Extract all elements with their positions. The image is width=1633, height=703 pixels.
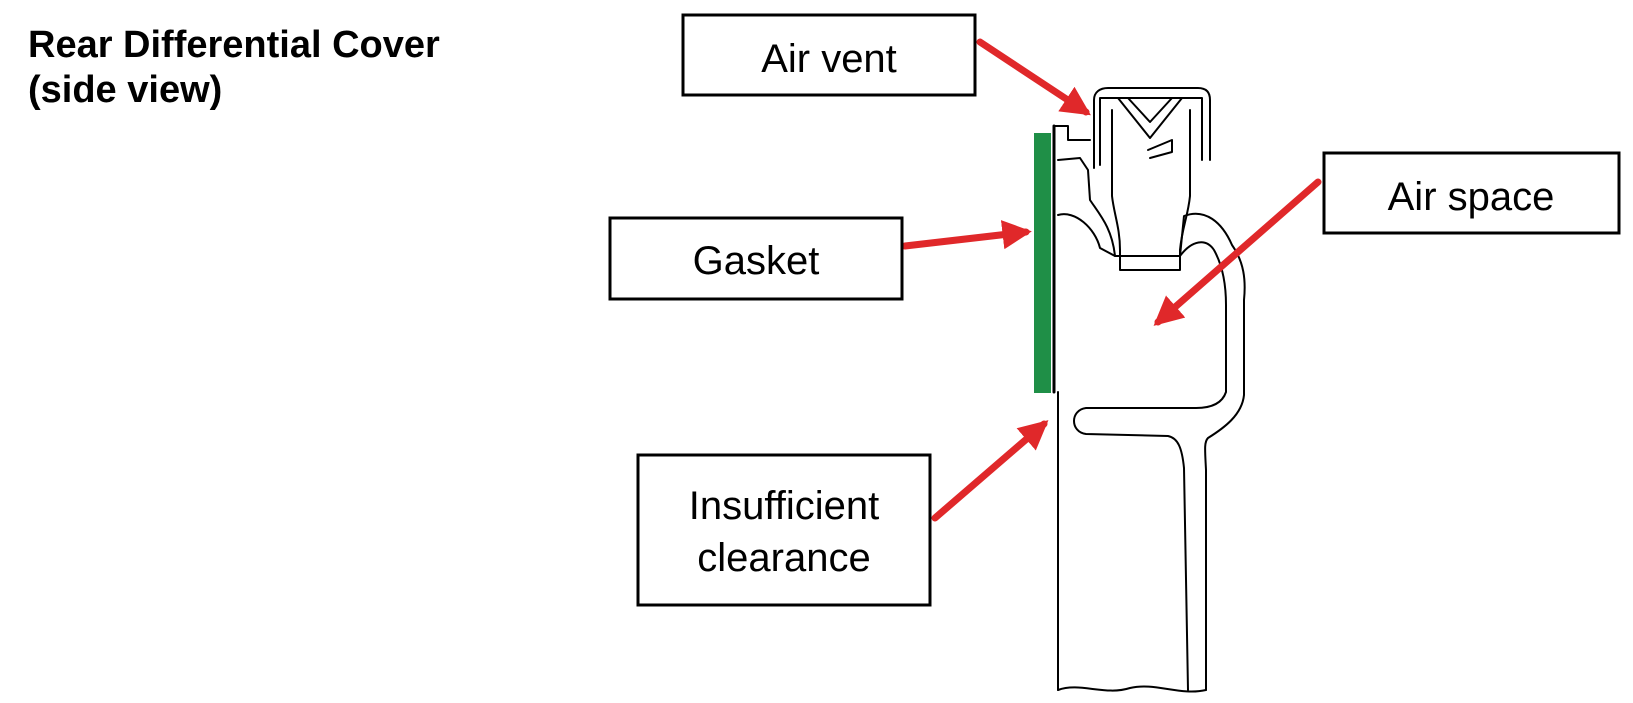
gasket-arrow <box>901 220 1032 250</box>
air-vent-notch <box>1147 139 1173 159</box>
gasket-label-text: Gasket <box>693 239 820 283</box>
gasket-label-box <box>608 216 904 301</box>
cover-inner-wall <box>1057 157 1116 257</box>
air-space-label-box <box>1322 151 1621 235</box>
air-vent-label: Air vent <box>681 13 977 97</box>
air-vent-cap-outer <box>1093 87 1211 169</box>
air-vent-label-box <box>681 13 977 97</box>
air-space-arrow <box>1153 178 1322 326</box>
cover-top-lip <box>1053 125 1091 141</box>
insufficient-clearance-label-text-line1: Insufficient <box>689 484 880 528</box>
air-vent-arrow <box>976 38 1091 116</box>
diagram-title-line1: Rear Differential Cover <box>28 24 440 66</box>
air-vent-stem <box>1111 109 1191 271</box>
cover-bottom-edge <box>1057 685 1207 693</box>
gasket-label: Gasket <box>608 216 904 301</box>
air-vent-cap-inner <box>1099 97 1203 166</box>
air-space-label: Air space <box>1322 151 1621 235</box>
insufficient-clearance-arrow <box>931 420 1049 522</box>
insufficient-clearance-label: Insufficient clearance <box>636 453 932 607</box>
gasket-strip <box>1034 133 1051 393</box>
cover-outer-wall <box>1057 212 1246 691</box>
air-space-label-text: Air space <box>1388 175 1555 219</box>
air-vent-top-v-inner <box>1127 97 1173 123</box>
cover-cross-section <box>1052 124 1246 693</box>
air-vent-top-v <box>1117 97 1183 139</box>
insufficient-clearance-label-box <box>636 453 932 607</box>
diagram-title-line2: (side view) <box>28 69 222 111</box>
air-vent-label-text: Air vent <box>761 37 897 81</box>
cover-inner-wall-right <box>1073 241 1227 691</box>
air-vent-illustration <box>1093 87 1211 271</box>
insufficient-clearance-label-text-line2: clearance <box>697 536 870 580</box>
